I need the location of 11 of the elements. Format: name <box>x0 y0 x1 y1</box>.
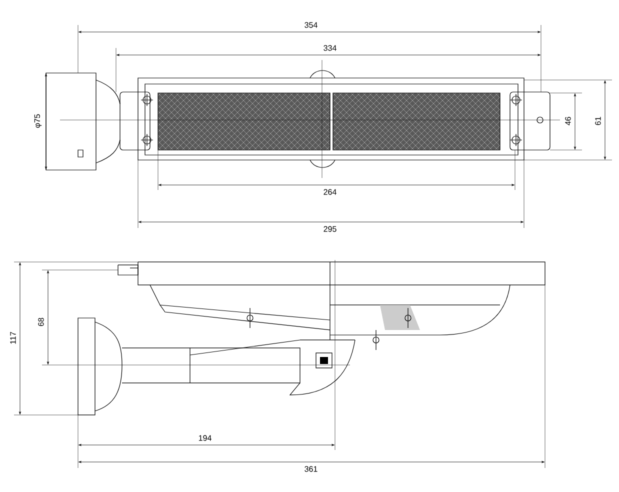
dimension-label: 194 <box>198 435 212 441</box>
dimension-label: 68 <box>38 318 44 326</box>
dimension-label: 117 <box>10 332 16 344</box>
dimension-label: 264 <box>324 189 336 195</box>
dimension-label: 295 <box>324 226 336 232</box>
dimension-label: φ75 <box>34 114 42 128</box>
dimension-label: 361 <box>304 466 318 472</box>
dimension-label: 354 <box>304 22 318 28</box>
dimension-label: 61 <box>595 116 601 126</box>
dimension-label: 46 <box>565 116 571 126</box>
dimension-label: 334 <box>324 45 336 51</box>
